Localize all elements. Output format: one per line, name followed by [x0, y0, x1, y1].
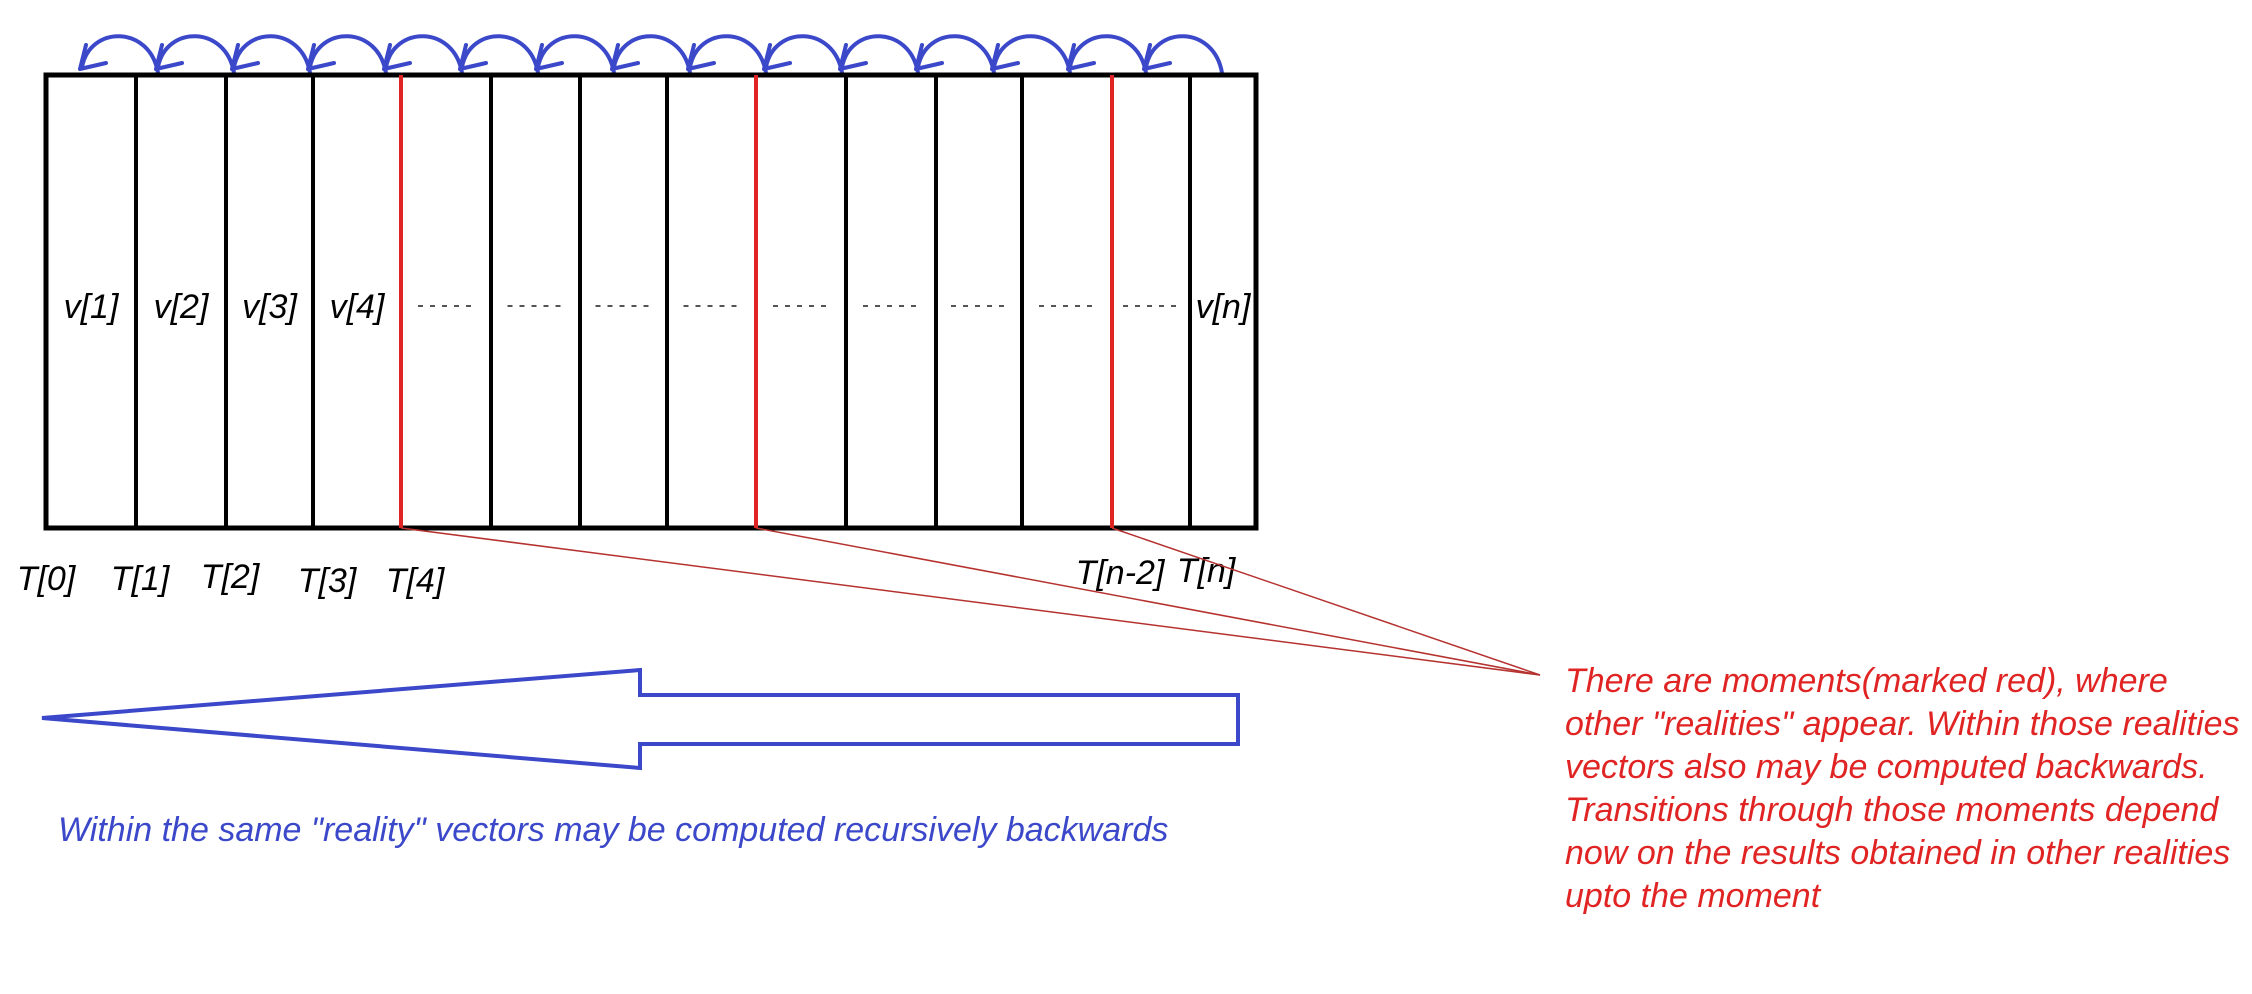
backward-arcs	[78, 34, 1224, 74]
vector-label: v[2]	[154, 288, 210, 326]
arc-arrowhead	[1066, 43, 1096, 71]
arc-arrowhead	[306, 43, 336, 71]
vector-label: v[3]	[242, 288, 298, 326]
backward-arc	[688, 34, 768, 74]
arc-arrowhead	[1142, 43, 1172, 71]
moment-leader-line	[755, 527, 1541, 676]
backward-arc	[536, 34, 616, 74]
arc-arrowhead	[990, 43, 1020, 71]
backward-arc	[460, 34, 540, 74]
arc-arrowhead	[154, 43, 184, 71]
blue-reality-note: Within the same "reality" vectors may be…	[58, 811, 1169, 849]
moment-leader-line	[400, 527, 1541, 676]
arc-arrowhead	[78, 43, 108, 71]
backward-arc	[80, 34, 160, 74]
backward-arc	[384, 34, 464, 74]
big-left-arrow	[41, 667, 1240, 771]
frame-rect	[43, 72, 1259, 531]
arc-arrowhead	[534, 43, 564, 71]
vector-labels: v[1] v[2] v[3] v[4] v[n]	[64, 288, 1252, 326]
arc-arrowhead	[686, 43, 716, 71]
arc-arrowhead	[230, 43, 260, 71]
moment-leader-lines	[400, 527, 1541, 676]
backward-arc	[992, 34, 1072, 74]
arc-arrowhead	[382, 43, 412, 71]
time-label: T[0]	[17, 560, 77, 598]
backward-arc	[916, 34, 996, 74]
arc-arrowhead	[762, 43, 792, 71]
arc-arrowhead	[838, 43, 868, 71]
time-label: T[4]	[386, 562, 446, 600]
arc-arrowhead	[458, 43, 488, 71]
vector-label: v[4]	[330, 288, 386, 326]
time-label: T[2]	[201, 558, 261, 596]
backward-arc	[1068, 34, 1148, 74]
time-labels: T[0] T[1] T[2] T[3] T[4] T[n-2] T[n]	[17, 552, 1237, 600]
backward-arc	[764, 34, 844, 74]
arc-arrowhead	[610, 43, 640, 71]
red-moments-note: There are moments(marked red), where oth…	[1565, 662, 2240, 915]
arc-arrowhead	[914, 43, 944, 71]
backward-direction-arrow	[41, 667, 1240, 771]
time-label: T[3]	[298, 562, 358, 600]
moment-leader-line	[1111, 527, 1541, 676]
backward-arc	[612, 34, 692, 74]
backward-arc	[232, 34, 312, 74]
vector-label: v[1]	[64, 288, 120, 326]
backward-arc	[308, 34, 388, 74]
backward-arc	[1144, 34, 1224, 74]
time-label: T[1]	[111, 560, 171, 598]
cell-dividers	[134, 75, 1192, 528]
backward-arc	[156, 34, 236, 74]
backward-arc	[840, 34, 920, 74]
vector-frame	[43, 72, 1259, 531]
vector-label: v[n]	[1196, 288, 1252, 326]
time-label: T[n-2]	[1076, 554, 1166, 592]
time-label: T[n]	[1177, 552, 1237, 590]
